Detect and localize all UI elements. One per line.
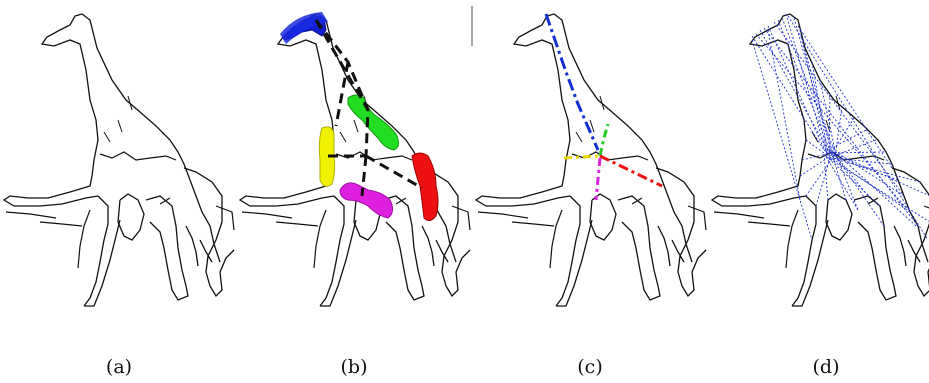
dotted-line <box>794 18 833 157</box>
panel-d-shape-context-lines <box>712 14 929 306</box>
dotted-line <box>798 26 892 168</box>
caption-d: (d) <box>813 356 840 378</box>
axis-back-green <box>600 124 608 156</box>
caption-a: (a) <box>106 356 132 378</box>
dotted-line <box>806 140 828 156</box>
dotted-line <box>760 30 831 155</box>
part-belly-magenta <box>340 183 393 218</box>
panel-a-giraffe-contour <box>4 14 234 306</box>
dotted-line <box>782 18 858 210</box>
dotted-line <box>830 118 854 156</box>
axis-head-blue <box>546 14 598 150</box>
axis-rear-red <box>600 156 662 186</box>
caption-b: (b) <box>341 356 368 378</box>
dotted-line <box>788 16 928 240</box>
dotted-line <box>824 154 828 200</box>
dotted-line <box>836 106 842 151</box>
part-rear-red <box>412 153 438 221</box>
dotted-line <box>768 30 800 200</box>
panel-b-part-decomposition <box>240 12 470 306</box>
dotted-connection-lines <box>752 14 929 240</box>
dotted-line <box>752 36 824 150</box>
panel-c-part-axes <box>472 6 706 306</box>
dotted-line <box>828 158 929 222</box>
caption-c: (c) <box>577 356 602 378</box>
part-back-green <box>348 95 399 150</box>
